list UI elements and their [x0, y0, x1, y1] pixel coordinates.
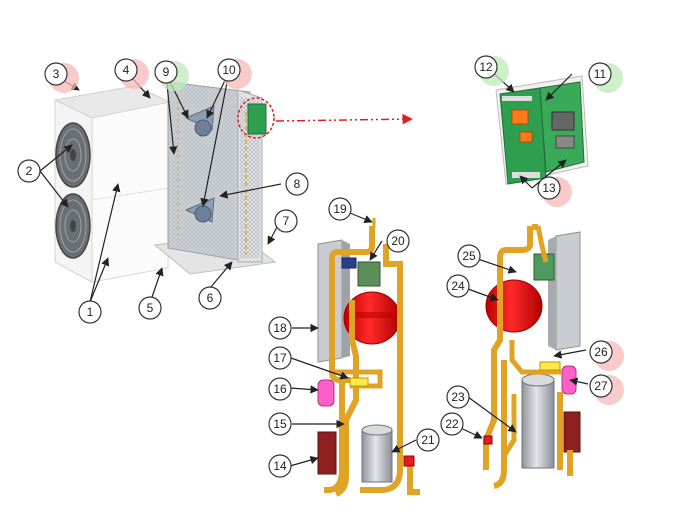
- callout-number: 27: [594, 379, 608, 393]
- callout-circle: [44, 62, 68, 86]
- callout-circle: [268, 316, 292, 340]
- callout-number: 2: [26, 164, 33, 178]
- callout-4: 4: [114, 58, 149, 89]
- callout-circle: [416, 428, 440, 452]
- callout-number: 24: [451, 279, 465, 293]
- callout-7: 7: [274, 209, 298, 233]
- callout-circle: [589, 340, 613, 364]
- callout-circle: [440, 412, 464, 436]
- callout-13: 13: [537, 176, 572, 207]
- callout-2: 2: [17, 159, 41, 183]
- leader-lines: [39, 67, 589, 467]
- control-box-zoom-indicator: [237, 97, 414, 139]
- callout-circle: [114, 58, 138, 82]
- callout-circle: [198, 286, 222, 310]
- callout-number: 22: [445, 417, 459, 431]
- callout-number: 23: [451, 390, 465, 404]
- callout-circle: [328, 197, 352, 221]
- callout-number: 1: [87, 305, 94, 319]
- callout-number: 26: [594, 345, 608, 359]
- callout-circle: [386, 229, 410, 253]
- callout-26: 26: [589, 340, 624, 371]
- callout-5: 5: [138, 296, 162, 320]
- hydro-module-left: [317, 218, 420, 497]
- callout-number: 3: [53, 67, 60, 81]
- callout-10: 10: [217, 58, 252, 89]
- fan-grille-upper: [55, 122, 91, 188]
- callout-number: 8: [294, 177, 301, 191]
- callout-number: 5: [147, 301, 154, 315]
- callout-8: 8: [285, 172, 309, 196]
- callout-number: 19: [333, 202, 347, 216]
- callout-number: 15: [273, 417, 287, 431]
- callout-number: 16: [273, 382, 287, 396]
- callout-number: 13: [542, 181, 556, 195]
- callout-16: 16: [268, 377, 292, 401]
- callout-24: 24: [446, 274, 470, 298]
- callout-25: 25: [457, 244, 481, 268]
- callout-number: 12: [479, 60, 493, 74]
- callout-number: 14: [273, 459, 287, 473]
- callout-circle: [138, 296, 162, 320]
- callout-14: 14: [268, 454, 292, 478]
- callout-circle: [154, 60, 178, 84]
- callout-circle: [274, 209, 298, 233]
- callout-11: 11: [588, 62, 623, 93]
- fan-grille-lower: [55, 193, 91, 259]
- control-board: [495, 75, 589, 185]
- callout-circle: [588, 62, 612, 86]
- callout-circle: [285, 172, 309, 196]
- callout-number: 21: [421, 433, 435, 447]
- callout-circle: [446, 385, 470, 409]
- callout-21: 21: [416, 428, 440, 452]
- callout-circle: [474, 55, 498, 79]
- callout-20: 20: [386, 229, 410, 253]
- callout-23: 23: [446, 385, 470, 409]
- callout-number: 11: [594, 67, 607, 81]
- callout-number: 6: [207, 291, 214, 305]
- callout-1: 1: [78, 300, 102, 324]
- callout-circle: [537, 176, 561, 200]
- callout-circle: [446, 274, 470, 298]
- callout-number: 7: [283, 214, 290, 228]
- callout-number: 18: [273, 321, 287, 335]
- callout-number: 9: [163, 65, 170, 79]
- callout-22: 22: [440, 412, 464, 436]
- callout-circle: [268, 346, 292, 370]
- callout-number: 17: [273, 351, 287, 365]
- callout-9: 9: [154, 60, 189, 91]
- callout-circle: [78, 300, 102, 324]
- callout-3: 3: [44, 62, 79, 93]
- callout-number: 25: [462, 249, 476, 263]
- callout-circle: [268, 377, 292, 401]
- callout-circle: [268, 412, 292, 436]
- callout-circle: [589, 374, 613, 398]
- callout-circle: [268, 454, 292, 478]
- callout-number: 10: [222, 63, 236, 77]
- callout-18: 18: [268, 316, 292, 340]
- callout-circle: [17, 159, 41, 183]
- callout-circle: [457, 244, 481, 268]
- callout-number: 20: [391, 234, 405, 248]
- callout-15: 15: [268, 412, 292, 436]
- callout-12: 12: [474, 55, 509, 86]
- outdoor-unit-open: [153, 81, 277, 275]
- callout-6: 6: [198, 286, 222, 310]
- callout-number: 4: [123, 63, 130, 77]
- callout-17: 17: [268, 346, 292, 370]
- hydro-module-right: [483, 224, 581, 489]
- callout-27: 27: [589, 374, 624, 405]
- callout-circle: [217, 58, 241, 82]
- callout-19: 19: [328, 197, 352, 221]
